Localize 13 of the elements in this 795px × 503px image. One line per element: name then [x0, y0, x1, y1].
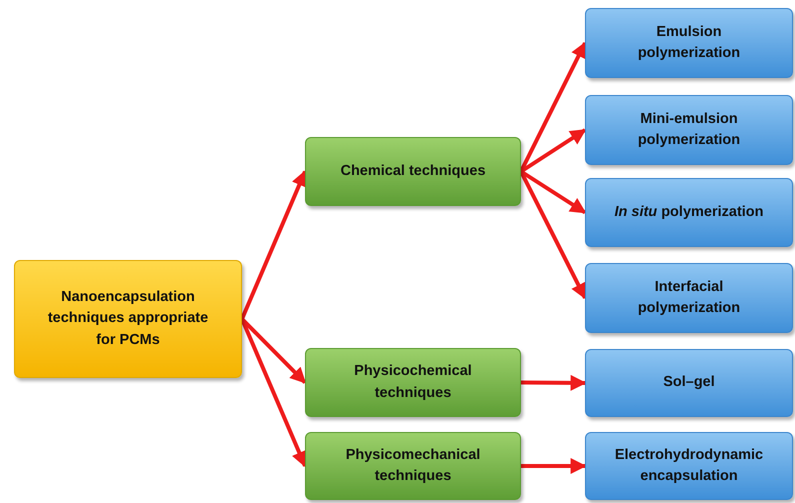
category-box: Chemical techniques: [305, 137, 521, 206]
arrow: [520, 374, 587, 391]
method-box: In situ polymerization: [585, 178, 793, 247]
root-box: Nanoencapsulation techniques appropriate for PCMs: [14, 260, 242, 378]
method-box: Electrohydrodynamic encapsulation: [585, 432, 793, 500]
method-box: Interfacial polymerization: [585, 263, 793, 333]
category-box: Physicochemical techniques: [305, 348, 521, 417]
arrow: [521, 458, 587, 474]
method-box: Mini-emulsion polymerization: [585, 95, 793, 165]
category-box: Physicomechanical techniques: [305, 432, 521, 500]
arrow: [240, 170, 307, 320]
method-box: Emulsion polymerization: [585, 8, 793, 78]
method-box: Sol–gel: [585, 349, 793, 417]
